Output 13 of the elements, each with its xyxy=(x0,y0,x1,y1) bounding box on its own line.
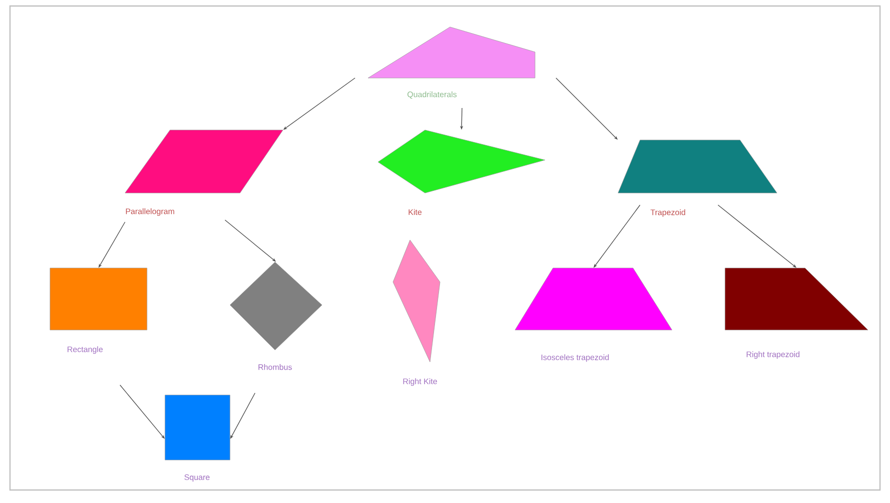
arrow xyxy=(718,204,796,268)
shape-with-label: Rhombus xyxy=(230,262,322,370)
shape-with-label: Right trapezoid xyxy=(724,268,868,359)
shape-with-label: Right Kite xyxy=(392,240,440,386)
arrow xyxy=(224,220,276,262)
shape-with-label: Square xyxy=(164,394,230,482)
arrow xyxy=(120,384,165,439)
shape-with-label: Parallelogram xyxy=(124,130,284,216)
shape-with-label: Kite xyxy=(378,130,546,215)
shape-with-label: Quadrilaterals xyxy=(368,26,536,99)
shape-with-label: Rectangle xyxy=(50,268,148,354)
shape-with-label: Isosceles trapezoid xyxy=(514,268,672,362)
shape-with-label: Trapezoid xyxy=(618,140,778,217)
